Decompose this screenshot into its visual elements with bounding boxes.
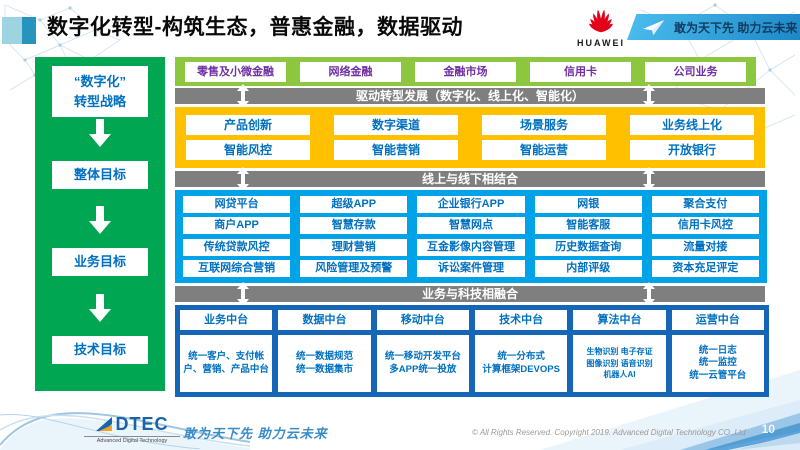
- platform-title: 数据中台: [278, 310, 371, 330]
- application-section: 网贷平台 超级APP 企业银行APP 网银 聚合支付 商户APP 智慧存款 智慧…: [175, 190, 767, 283]
- platform-section: 业务中台 统一客户、支付帐户、营销、产品中台 数据中台 统一数据规范 统一数据集…: [175, 305, 769, 397]
- capability-row: 产品创新 数字渠道 场景服务 业务线上化: [186, 114, 754, 135]
- application-row: 传统贷款风控 理财营销 互金影像内容管理 历史数据查询 流量对接: [183, 238, 760, 256]
- platform-detail: 统一客户、支付帐户、营销、产品中台: [180, 335, 273, 392]
- business-line-cell: 信用卡: [530, 61, 631, 82]
- updown-arrow-icon: [237, 282, 249, 306]
- business-line-cell: 零售及小微金融: [185, 61, 286, 82]
- sidebar-item-tech-goal: 技术目标: [52, 336, 148, 364]
- business-line-cell: 公司业务: [645, 61, 746, 82]
- banner-online-offline-text: 线上与线下相结合: [421, 172, 518, 186]
- application-cell: 聚合支付: [651, 196, 760, 214]
- application-cell: 风险管理及预警: [300, 259, 408, 277]
- platform-column: 运营中台 统一日志 统一监控 统一云管平台: [671, 310, 764, 392]
- application-cell: 互金影像内容管理: [417, 238, 525, 256]
- application-cell: 商户APP: [183, 217, 291, 235]
- updown-arrow-icon: [643, 167, 655, 191]
- application-cell: 互联网综合营销: [183, 259, 291, 277]
- application-cell: 传统贷款风控: [183, 238, 291, 256]
- sidebar-item-business-goal: 业务目标: [52, 248, 148, 276]
- business-line-cell: 网络金融: [300, 61, 401, 82]
- updown-arrow-icon: [643, 84, 655, 108]
- huawei-logo: HUAWEI: [572, 3, 630, 48]
- dtec-wordmark: DTEC: [115, 414, 169, 434]
- platform-column: 数据中台 统一数据规范 统一数据集市: [278, 310, 371, 392]
- dtec-subtext: Advanced Digital Technology: [84, 436, 180, 444]
- platform-title: 算法中台: [573, 310, 666, 330]
- updown-arrow-icon: [237, 84, 249, 108]
- application-row: 网贷平台 超级APP 企业银行APP 网银 聚合支付: [183, 196, 760, 214]
- application-cell: 流量对接: [651, 238, 760, 256]
- application-cell: 诉讼案件管理: [417, 259, 525, 277]
- down-arrow-icon: [89, 294, 111, 322]
- capability-cell: 数字渠道: [334, 114, 458, 135]
- application-cell: 内部评级: [534, 259, 642, 277]
- dtec-arrow-icon: [95, 417, 112, 431]
- capability-cell: 智能风控: [186, 140, 310, 161]
- business-line-cell: 金融市场: [415, 61, 516, 82]
- capability-cell: 产品创新: [186, 114, 310, 135]
- page-number: 10: [761, 422, 775, 436]
- platform-detail: 统一日志 统一监控 统一云管平台: [671, 335, 764, 392]
- platform-column: 业务中台 统一客户、支付帐户、营销、产品中台: [180, 310, 273, 392]
- banner-tech-fusion-text: 业务与科技相融合: [421, 287, 518, 301]
- sidebar-item-strategy: “数字化” 转型战略: [52, 66, 148, 117]
- platform-column: 算法中台 生物识别 电子存证 图像识别 语音识别 机器人AI: [573, 310, 666, 392]
- platform-title: 移动中台: [376, 310, 469, 330]
- platform-detail: 统一分布式 计算框架DEVOPS: [474, 335, 568, 392]
- application-cell: 网银: [534, 196, 642, 214]
- footer-slogan: 敢为天下先 助力云未来: [183, 426, 328, 441]
- page-title: 数字化转型-构筑生态，普惠金融，数据驱动: [47, 16, 463, 39]
- banner-drive-transformation: 驱动转型发展（数字化、线上化、智能化）: [175, 84, 765, 108]
- platform-title: 技术中台: [474, 310, 568, 330]
- paper-plane-icon: [643, 19, 665, 35]
- capability-cell: 智能运营: [482, 140, 606, 161]
- application-cell: 智慧网点: [417, 217, 525, 235]
- huawei-wordmark: HUAWEI: [577, 38, 625, 48]
- capability-cell: 开放银行: [630, 140, 754, 161]
- application-cell: 理财营销: [300, 238, 408, 256]
- platform-detail: 生物识别 电子存证 图像识别 语音识别 机器人AI: [573, 335, 666, 392]
- capability-cell: 智能营销: [334, 140, 458, 161]
- platform-detail: 统一数据规范 统一数据集市: [278, 335, 371, 392]
- application-cell: 超级APP: [300, 196, 408, 214]
- slogan-banner: 敢为天下先 助力云未来: [627, 14, 800, 40]
- platform-column: 移动中台 统一移动开发平台 多APP统一投放: [376, 310, 469, 392]
- capability-cell: 业务线上化: [630, 114, 754, 135]
- business-lines-row: 零售及小微金融 网络金融 金融市场 信用卡 公司业务: [175, 57, 756, 86]
- banner-drive-text: 驱动转型发展（数字化、线上化、智能化）: [355, 89, 584, 103]
- platform-column: 技术中台 统一分布式 计算框架DEVOPS: [474, 310, 568, 392]
- slogan-banner-text: 敢为天下先 助力云未来: [674, 20, 798, 35]
- dtec-logo: DTEC Advanced Digital Technology: [84, 414, 180, 444]
- application-cell: 企业银行APP: [417, 196, 525, 214]
- application-row: 商户APP 智慧存款 智慧网点 智能客服 信用卡风控: [183, 217, 760, 235]
- capability-row: 智能风控 智能营销 智能运营 开放银行: [186, 140, 754, 161]
- platform-title: 运营中台: [671, 310, 764, 330]
- strategy-sidebar: “数字化” 转型战略 整体目标 业务目标 技术目标: [35, 57, 165, 391]
- application-cell: 信用卡风控: [651, 217, 760, 235]
- sidebar-item-overall-goal: 整体目标: [52, 161, 148, 189]
- banner-tech-fusion: 业务与科技相融合: [175, 282, 765, 306]
- application-row: 互联网综合营销 风险管理及预警 诉讼案件管理 内部评级 资本充足评定: [183, 259, 760, 277]
- updown-arrow-icon: [237, 167, 249, 191]
- application-cell: 历史数据查询: [534, 238, 642, 256]
- banner-online-offline: 线上与线下相结合: [175, 167, 765, 191]
- down-arrow-icon: [89, 206, 111, 234]
- application-cell: 智能客服: [534, 217, 642, 235]
- title-accent-icon: [2, 17, 40, 44]
- platform-title: 业务中台: [180, 310, 273, 330]
- huawei-flower-icon: [589, 9, 613, 33]
- capability-cell: 场景服务: [482, 114, 606, 135]
- capability-section: 产品创新 数字渠道 场景服务 业务线上化 智能风控 智能营销 智能运营 开放银行: [175, 107, 765, 168]
- footer-copyright: © All Rights Reserved. Copyright 2019. A…: [472, 428, 746, 437]
- application-cell: 资本充足评定: [651, 259, 760, 277]
- application-cell: 智慧存款: [300, 217, 408, 235]
- platform-detail: 统一移动开发平台 多APP统一投放: [376, 335, 469, 392]
- updown-arrow-icon: [643, 282, 655, 306]
- application-cell: 网贷平台: [183, 196, 291, 214]
- down-arrow-icon: [89, 119, 111, 147]
